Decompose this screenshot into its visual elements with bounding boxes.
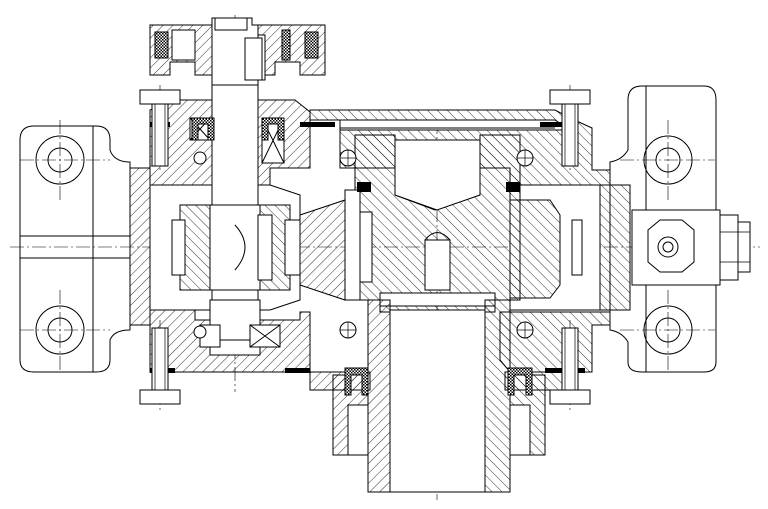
bolt-bottom-right — [549, 327, 591, 405]
mounting-bracket-left — [19, 125, 131, 373]
input-shaft — [209, 17, 263, 356]
bolt-top-right — [549, 89, 591, 167]
bolt-hole-upper-left — [35, 135, 85, 185]
bolt-bottom-left — [139, 327, 181, 405]
pinion-gear — [171, 204, 301, 291]
bolt-hole-upper-right — [643, 135, 693, 185]
output-sleeve — [309, 299, 571, 493]
grease-fitting — [631, 209, 751, 286]
bevel-gear — [299, 134, 583, 313]
bolt-hole-lower-left — [35, 305, 85, 355]
oil-seals — [150, 117, 585, 396]
bearing-balls-right — [193, 149, 534, 339]
bolt-hole-lower-right — [643, 305, 693, 355]
bolts — [139, 89, 591, 405]
bolt-top-left — [139, 89, 181, 167]
mounting-bracket-right — [609, 85, 717, 373]
